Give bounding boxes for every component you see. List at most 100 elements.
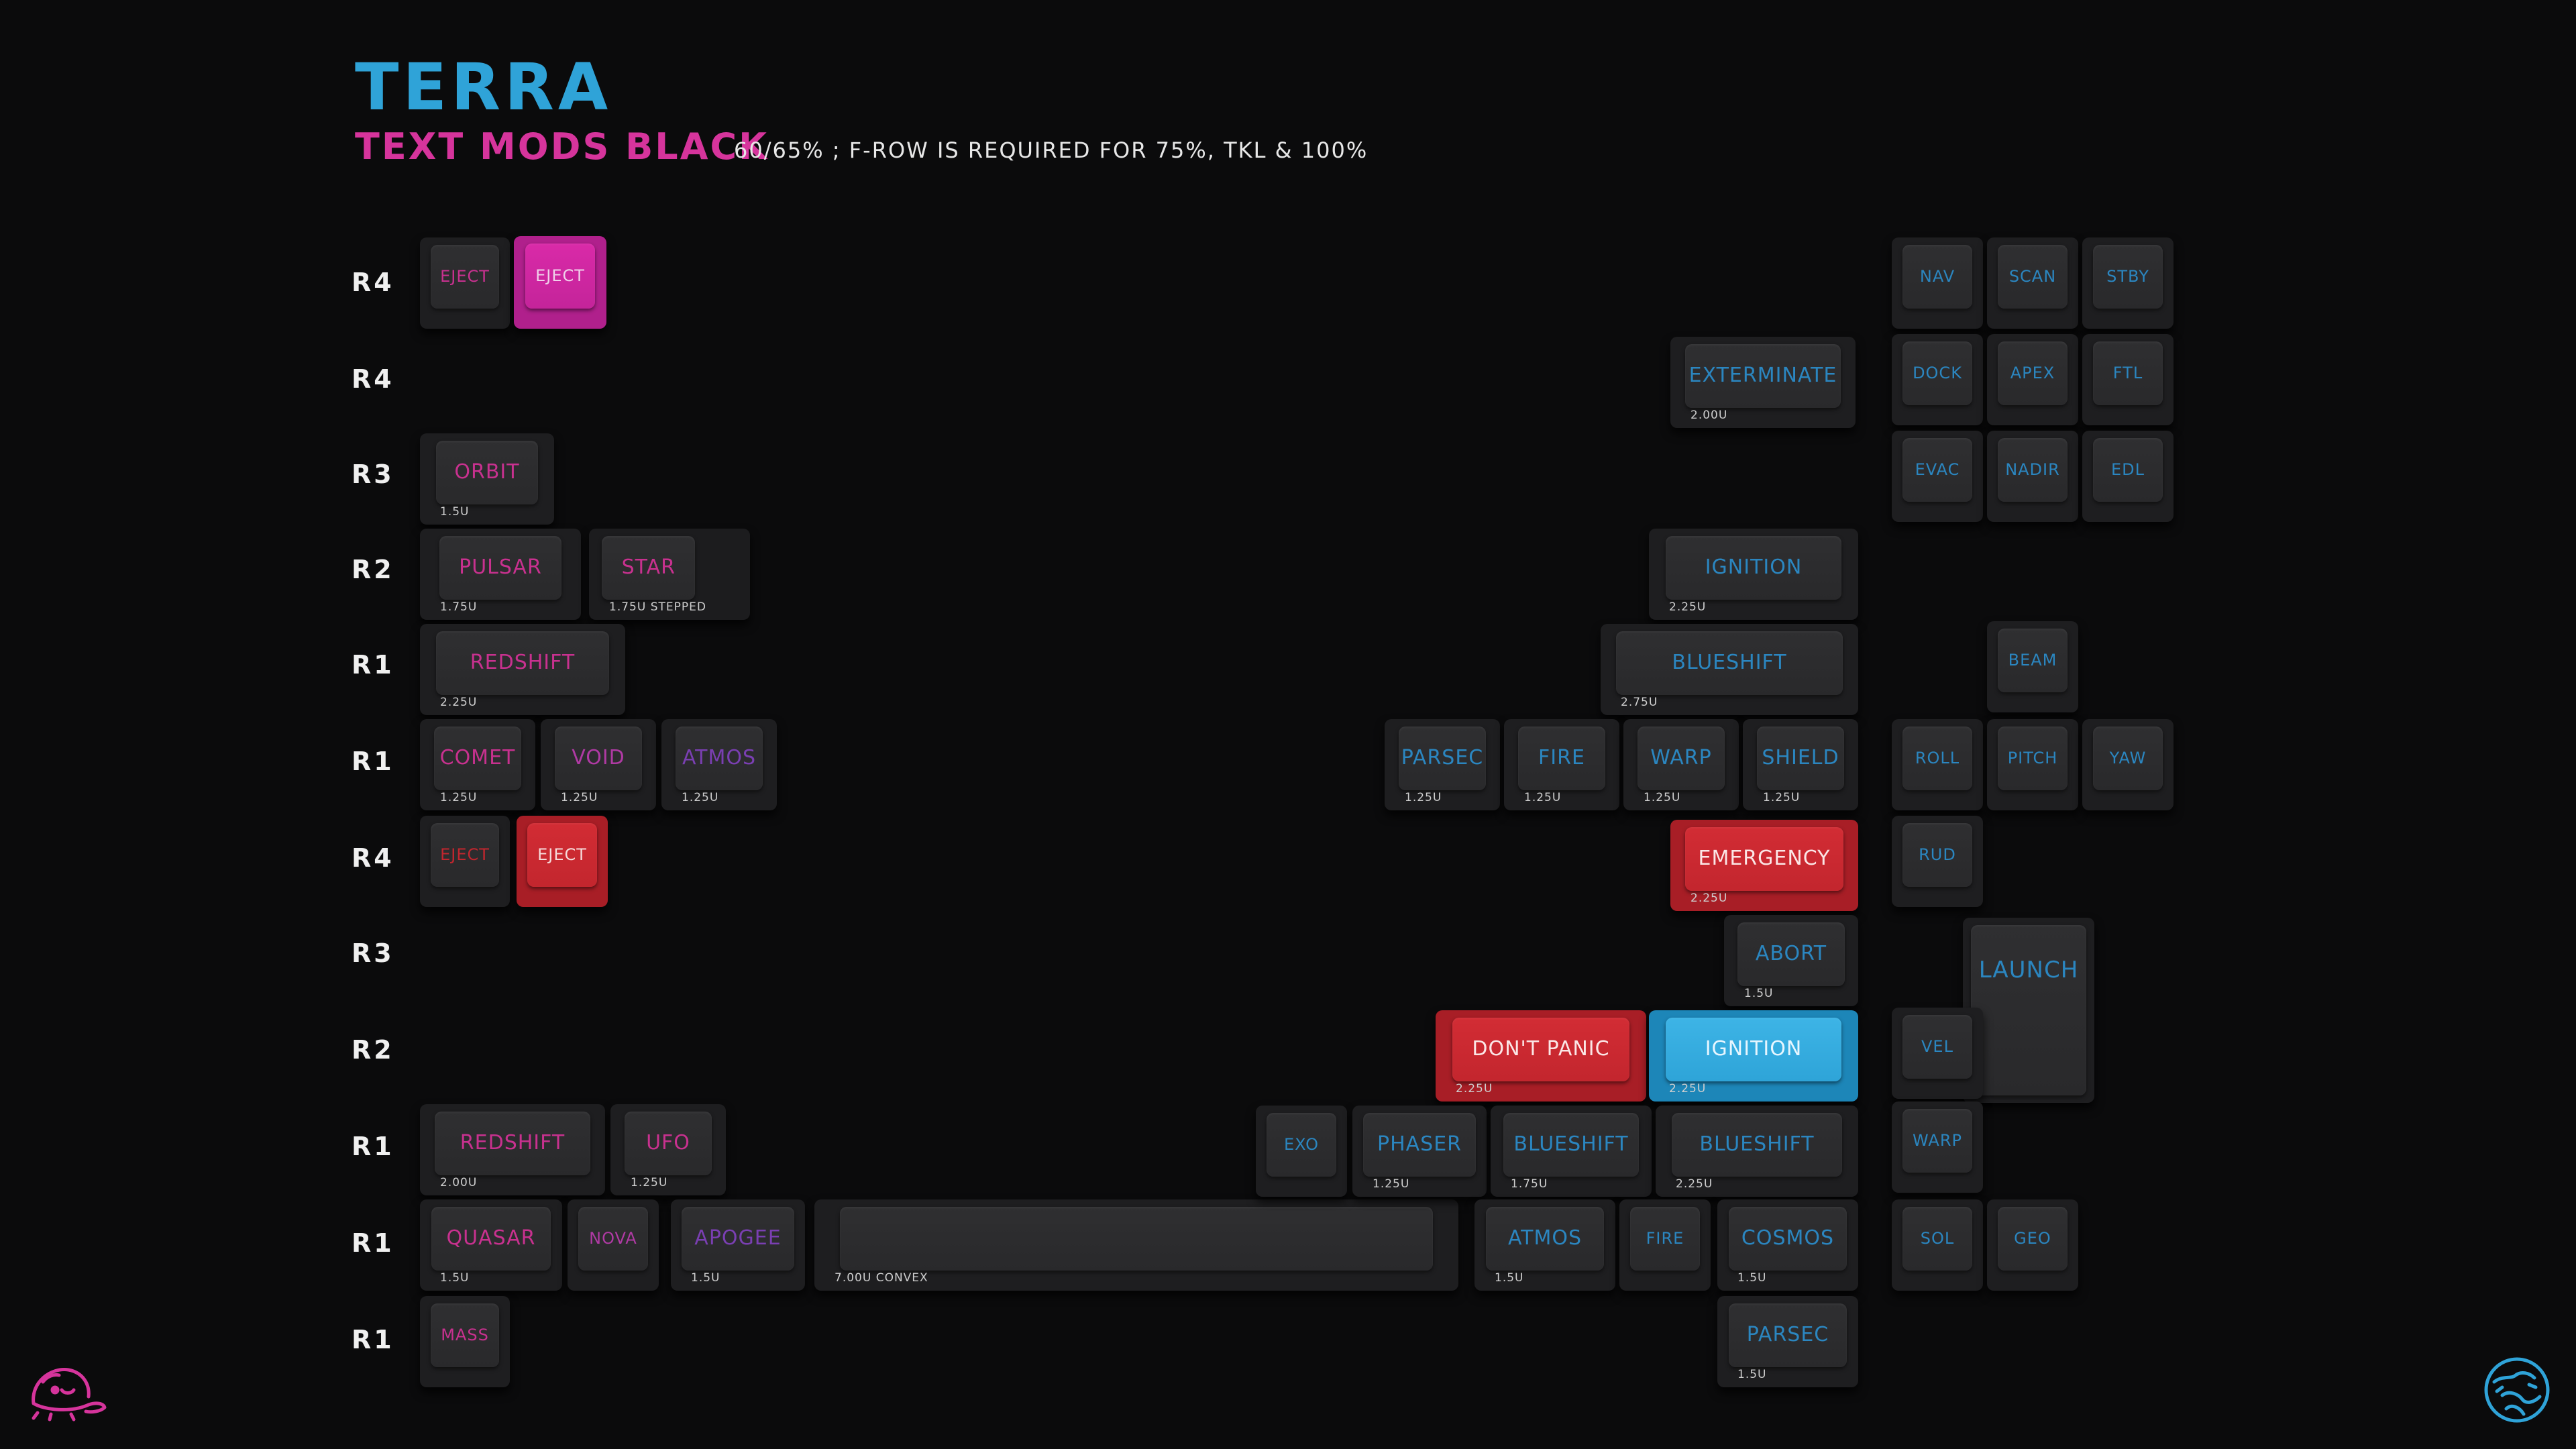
row-label: R4 <box>352 268 394 297</box>
keycap-sol[interactable]: SOL <box>1892 1199 1983 1291</box>
keycap-legend: BLUESHIFT <box>1513 1132 1629 1157</box>
keycap-legend: WARP <box>1650 746 1712 770</box>
keycap-size: 1.5U <box>1495 1271 1524 1285</box>
keycap-legend: ATMOS <box>1507 1226 1582 1250</box>
keycap-warp[interactable]: WARP 1.25U <box>1623 719 1739 810</box>
keycap-legend: EVAC <box>1915 460 1960 480</box>
keycap-legend: STAR <box>621 555 676 580</box>
keycap-size: 1.5U <box>440 505 470 519</box>
keycap-size: 1.75U <box>440 600 478 614</box>
keycap-comet[interactable]: COMET 1.25U <box>420 719 535 810</box>
keycap-abort[interactable]: ABORT 1.5U <box>1724 915 1858 1006</box>
keycap-legend: PITCH <box>2007 749 2058 768</box>
keycap-size: 1.25U <box>561 791 598 804</box>
keycap-exo[interactable]: EXO <box>1256 1106 1347 1197</box>
keycap-redshift[interactable]: REDSHIFT 2.25U <box>420 624 625 715</box>
keycap-size: 2.25U <box>440 696 478 709</box>
keycap-legend: GEO <box>2014 1229 2051 1248</box>
keycap-mass[interactable]: MASS <box>420 1296 510 1387</box>
keycap-legend: BLUESHIFT <box>1699 1132 1815 1157</box>
keycap-legend: BEAM <box>2008 651 2057 670</box>
keycap-size: 1.25U <box>1763 791 1801 804</box>
keycap-legend: STBY <box>2106 267 2149 286</box>
keycap-rud[interactable]: RUD <box>1892 816 1983 907</box>
keycap-legend: APEX <box>2010 364 2055 383</box>
keycap-quasar[interactable]: QUASAR 1.5U <box>420 1199 562 1291</box>
keycap-dont-panic[interactable]: DON'T PANIC 2.25U <box>1436 1010 1646 1102</box>
keycap-phaser[interactable]: PHASER 1.25U <box>1352 1106 1487 1197</box>
keycap-blueshift[interactable]: BLUESHIFT 1.75U <box>1491 1106 1652 1197</box>
keycap-orbit[interactable]: ORBIT 1.5U <box>420 433 554 525</box>
keycap-warp[interactable]: WARP <box>1892 1102 1983 1193</box>
keycap-redshift[interactable]: REDSHIFT 2.00U <box>420 1104 605 1195</box>
keycap-shield[interactable]: SHIELD 1.25U <box>1743 719 1858 810</box>
keycap-legend: SOL <box>1920 1229 1955 1248</box>
keycap-size: 1.25U <box>1373 1177 1410 1191</box>
keycap-eject[interactable]: EJECT <box>420 237 510 329</box>
keycap-blueshift[interactable]: BLUESHIFT 2.25U <box>1656 1106 1858 1197</box>
row-label: R4 <box>352 364 394 394</box>
keycap-nadir[interactable]: NADIR <box>1987 431 2078 522</box>
globe-logo <box>2482 1355 2552 1425</box>
keycap-geo[interactable]: GEO <box>1987 1199 2078 1291</box>
row-label: R1 <box>352 747 394 776</box>
keycap-parsec[interactable]: PARSEC 1.25U <box>1385 719 1500 810</box>
keycap-ignition-blue[interactable]: IGNITION 2.25U <box>1649 1010 1858 1102</box>
keycap-legend: EJECT <box>440 845 490 865</box>
keycap-scan[interactable]: SCAN <box>1987 237 2078 329</box>
keycap-evac[interactable]: EVAC <box>1892 431 1983 522</box>
keycap-size: 1.25U <box>1644 791 1681 804</box>
keycap-edl[interactable]: EDL <box>2082 431 2174 522</box>
keycap-spacebar[interactable]: 7.00U CONVEX <box>814 1199 1458 1291</box>
keycap-apex[interactable]: APEX <box>1987 334 2078 425</box>
keycap-fire[interactable]: FIRE 1.25U <box>1504 719 1619 810</box>
keycap-star[interactable]: STAR 1.75U STEPPED <box>589 529 750 620</box>
row-label: R2 <box>352 555 394 584</box>
keycap-fire[interactable]: FIRE <box>1619 1199 1711 1291</box>
keycap-size: 1.75U STEPPED <box>609 600 706 614</box>
keycap-size: 1.25U <box>440 791 478 804</box>
keycap-pitch[interactable]: PITCH <box>1987 719 2078 810</box>
keycap-cosmos[interactable]: COSMOS 1.5U <box>1717 1199 1858 1291</box>
keycap-nova[interactable]: NOVA <box>568 1199 659 1291</box>
keycap-stby[interactable]: STBY <box>2082 237 2174 329</box>
keycap-blueshift[interactable]: BLUESHIFT 2.75U <box>1601 624 1858 715</box>
keycap-legend: ABORT <box>1755 942 1827 966</box>
keycap-roll[interactable]: ROLL <box>1892 719 1983 810</box>
keycap-size: 1.25U <box>1524 791 1562 804</box>
keycap-dock[interactable]: DOCK <box>1892 334 1983 425</box>
turtle-logo <box>24 1355 111 1422</box>
keycap-legend: UFO <box>646 1131 690 1155</box>
keycap-beam[interactable]: BEAM <box>1987 621 2078 712</box>
keycap-eject-pink[interactable]: EJECT <box>514 236 606 329</box>
keycap-vel[interactable]: VEL <box>1892 1008 1983 1099</box>
keycap-ftl[interactable]: FTL <box>2082 334 2174 425</box>
keycap-nav[interactable]: NAV <box>1892 237 1983 329</box>
keycap-eject[interactable]: EJECT <box>420 816 510 907</box>
keycap-legend: RUD <box>1919 845 1956 865</box>
keycap-legend: COSMOS <box>1741 1226 1835 1250</box>
row-label: R1 <box>352 650 394 680</box>
keycap-legend: NADIR <box>2005 460 2060 480</box>
keycap-ignition[interactable]: IGNITION 2.25U <box>1649 529 1858 620</box>
keycap-ufo[interactable]: UFO 1.25U <box>610 1104 726 1195</box>
keycap-void[interactable]: VOID 1.25U <box>541 719 656 810</box>
keycap-legend: REDSHIFT <box>460 1131 566 1155</box>
keycap-legend: NOVA <box>589 1229 637 1248</box>
keycap-launch[interactable]: LAUNCH <box>1963 918 2094 1103</box>
keycap-yaw[interactable]: YAW <box>2082 719 2174 810</box>
keycap-eject-red[interactable]: EJECT <box>517 816 608 907</box>
keycap-size: 1.75U <box>1511 1177 1548 1191</box>
keycap-apogee[interactable]: APOGEE 1.5U <box>671 1199 805 1291</box>
keycap-pulsar[interactable]: PULSAR 1.75U <box>420 529 581 620</box>
page-title: TERRA <box>355 50 612 125</box>
turtle-icon <box>32 1368 107 1421</box>
keycap-emergency[interactable]: EMERGENCY 2.25U <box>1670 820 1858 911</box>
keycap-legend: DOCK <box>1913 364 1962 383</box>
keycap-legend: EDL <box>2110 460 2145 480</box>
keycap-atmos[interactable]: ATMOS 1.25U <box>661 719 777 810</box>
keycap-parsec[interactable]: PARSEC 1.5U <box>1717 1296 1858 1387</box>
keycap-size: 2.25U <box>1456 1082 1493 1095</box>
keycap-atmos[interactable]: ATMOS 1.5U <box>1474 1199 1615 1291</box>
keycap-exterminate[interactable]: EXTERMINATE 2.00U <box>1670 337 1856 428</box>
